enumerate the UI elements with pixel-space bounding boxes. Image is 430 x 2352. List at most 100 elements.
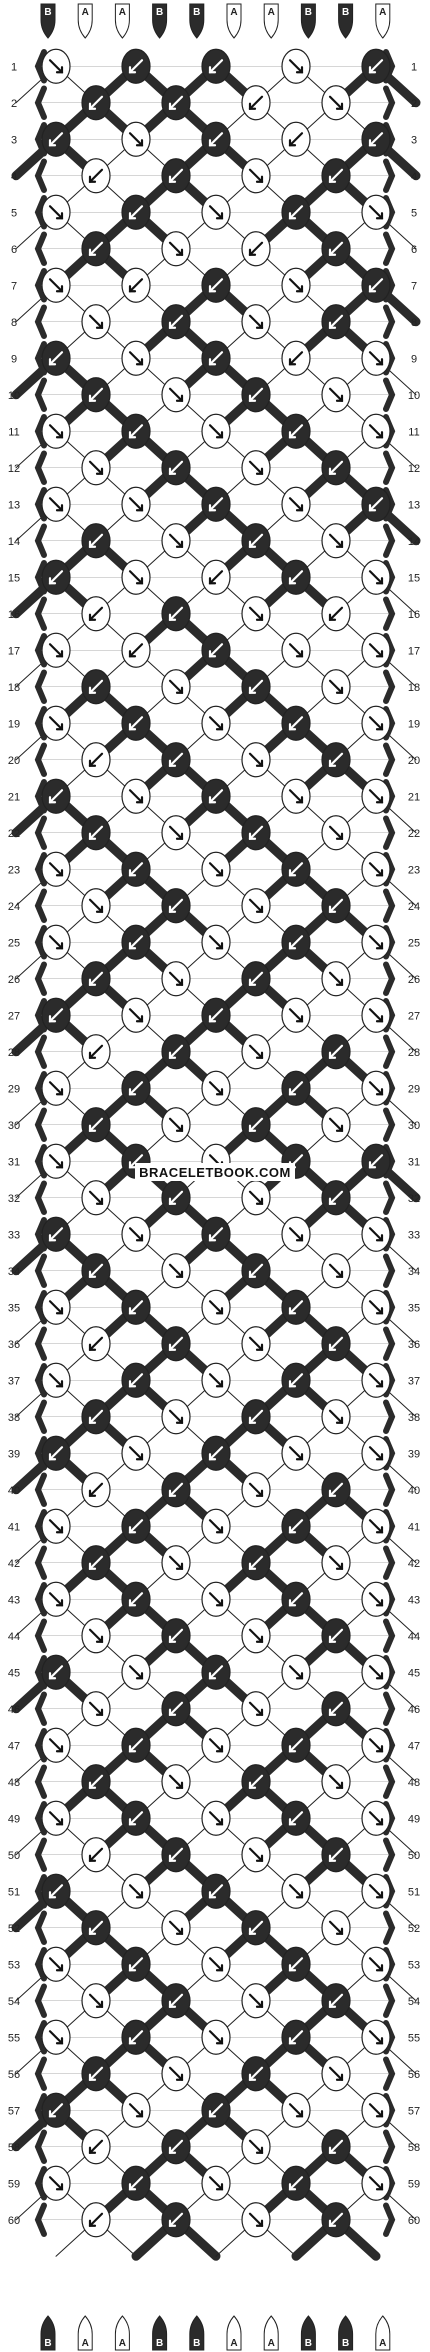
arrow-down-right-icon <box>248 2139 264 2154</box>
top-string-tab <box>226 3 242 39</box>
arrow-down-left-icon <box>368 278 384 293</box>
arrow-down-left-icon <box>88 2212 104 2227</box>
arrow-down-left-icon <box>128 205 144 220</box>
edge-strand-right <box>383 742 396 777</box>
arrow-down-right-icon <box>208 1519 224 1534</box>
arrow-down-right-icon <box>288 789 304 804</box>
top-string-letter: A <box>82 7 89 18</box>
row-number-left: 19 <box>8 718 20 730</box>
row-number-right: 42 <box>408 1558 420 1570</box>
bottom-string-letter: B <box>156 2338 163 2349</box>
row-number-left: 12 <box>8 463 20 475</box>
arrow-down-left-icon <box>208 278 224 293</box>
edge-strand-left <box>34 158 47 193</box>
arrow-down-left-icon <box>288 1081 304 1096</box>
arrow-down-right-icon <box>88 1993 104 2008</box>
watermark-backdrop <box>135 1163 295 1181</box>
bottom-string-tab <box>77 2315 93 2351</box>
row-number-left: 14 <box>8 536 20 548</box>
arrow-down-left-icon <box>328 1190 344 1205</box>
edge-strand-left <box>34 560 47 595</box>
arrow-down-right-icon <box>48 1738 64 1753</box>
row-number-left: 37 <box>8 1375 20 1387</box>
arrow-down-left-icon <box>128 1300 144 1315</box>
arrow-down-right-icon <box>168 1263 184 1278</box>
arrow-down-right-icon <box>88 1701 104 1716</box>
arrow-down-right-icon <box>248 1336 264 1351</box>
row-number-right: 56 <box>408 2069 420 2081</box>
row-number-left: 7 <box>11 280 17 292</box>
arrow-down-right-icon <box>48 1081 64 1096</box>
row-number-left: 26 <box>8 974 20 986</box>
edge-strand-left <box>34 1509 47 1544</box>
row-number-right: 28 <box>408 1047 420 1059</box>
edge-strand-left <box>34 1837 47 1872</box>
row-number-left: 52 <box>8 1923 20 1935</box>
row-number-left: 15 <box>8 572 20 584</box>
top-string-letter: A <box>119 7 126 18</box>
edge-strand-left <box>34 122 47 157</box>
arrow-down-right-icon <box>48 278 64 293</box>
row-number-right: 33 <box>408 1229 420 1241</box>
arrow-down-right-icon <box>208 1957 224 1972</box>
arrow-down-left-icon <box>328 1336 344 1351</box>
edge-strand-left <box>34 268 47 303</box>
arrow-down-right-icon <box>208 205 224 220</box>
edge-strand-left <box>34 1983 47 2018</box>
top-string-letter: A <box>379 7 386 18</box>
edge-strand-right <box>383 2129 396 2164</box>
edge-strand-left <box>34 2129 47 2164</box>
arrow-down-left-icon <box>248 2066 264 2081</box>
bottom-string-tab <box>226 2315 242 2351</box>
row-number-left: 20 <box>8 755 20 767</box>
arrow-down-right-icon <box>48 424 64 439</box>
edge-strand-left <box>34 925 47 960</box>
edge-strand-right <box>383 450 396 485</box>
edge-strand-left <box>34 1910 47 1945</box>
arrow-down-left-icon <box>128 862 144 877</box>
arrow-down-left-icon <box>168 1701 184 1716</box>
edge-strand-left <box>34 1180 47 1215</box>
row-number-left: 36 <box>8 1339 20 1351</box>
arrow-down-right-icon <box>368 570 384 585</box>
row-number-right: 2 <box>411 98 417 110</box>
row-number-right: 32 <box>408 1193 420 1205</box>
bottom-string-letter: B <box>342 2338 349 2349</box>
edge-strand-left <box>34 1290 47 1325</box>
edge-strand-left <box>34 742 47 777</box>
edge-strand-left <box>34 1874 47 1909</box>
arrow-down-right-icon <box>328 387 344 402</box>
edge-strand-right <box>383 961 396 996</box>
arrow-down-left-icon <box>48 1665 64 1680</box>
edge-strand-right <box>383 1399 396 1434</box>
bottom-string-letter: A <box>268 2338 275 2349</box>
arrow-down-left-icon <box>168 2212 184 2227</box>
arrow-down-left-icon <box>168 460 184 475</box>
edge-strand-right <box>383 1107 396 1142</box>
edge-strand-left <box>34 414 47 449</box>
arrow-down-left-icon <box>208 1008 224 1023</box>
arrow-down-left-icon <box>368 132 384 147</box>
row-number-right: 47 <box>408 1740 420 1752</box>
row-number-left: 55 <box>8 2032 20 2044</box>
arrow-down-right-icon <box>168 241 184 256</box>
knot-grid <box>41 48 391 2238</box>
row-number-left: 44 <box>8 1631 20 1643</box>
row-number-left: 35 <box>8 1302 20 1314</box>
arrow-down-left-icon <box>168 2139 184 2154</box>
arrow-down-right-icon <box>368 424 384 439</box>
arrow-down-right-icon <box>48 935 64 950</box>
edge-strand-left <box>34 49 47 84</box>
edge-strand-right <box>383 1326 396 1361</box>
arrow-down-left-icon <box>248 679 264 694</box>
arrow-down-right-icon <box>288 1227 304 1242</box>
arrow-down-right-icon <box>48 1519 64 1534</box>
row-number-left: 5 <box>11 207 17 219</box>
arrow-down-right-icon <box>368 1592 384 1607</box>
arrow-down-left-icon <box>128 1957 144 1972</box>
arrow-down-right-icon <box>128 497 144 512</box>
arrow-down-left-icon <box>208 789 224 804</box>
row-number-left: 56 <box>8 2069 20 2081</box>
row-number-right: 26 <box>408 974 420 986</box>
edge-strand-left <box>34 231 47 266</box>
